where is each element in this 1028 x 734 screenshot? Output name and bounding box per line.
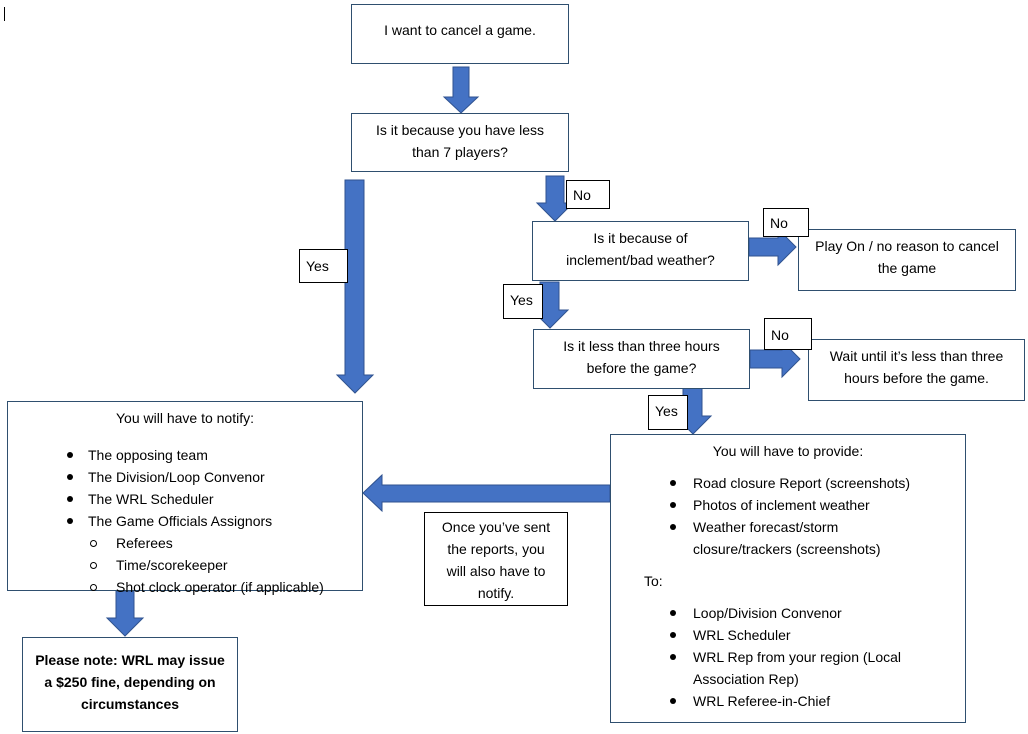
provide-list: Road closure Report (screenshots) Photos…	[611, 472, 965, 560]
question-weather-line2: inclement/bad weather?	[566, 252, 715, 268]
notify-list: The opposing team The Division/Loop Conv…	[8, 444, 362, 598]
provide-to-list: Loop/Division Convenor WRL Scheduler WRL…	[611, 602, 965, 712]
provide-to-item: Loop/Division Convenor	[611, 602, 965, 624]
question-players-line2: than 7 players?	[412, 144, 508, 160]
provide-item: Weather forecast/storm	[611, 516, 965, 538]
provide-title: You will have to provide:	[712, 443, 864, 459]
question-players-line1: Is it because you have less	[375, 122, 545, 138]
provide-to-label: To:	[644, 573, 663, 589]
arrow-start-to-players	[442, 66, 480, 114]
wait-node: Wait until it’s less than three hours be…	[808, 339, 1025, 401]
once-sent-line: will also have to	[446, 563, 546, 579]
question-three-hours: Is it less than three hours before the g…	[533, 329, 750, 389]
edge-label-players-yes: Yes	[299, 249, 348, 283]
arrow-notify-to-fine	[105, 590, 145, 637]
arrow-players-yes	[335, 179, 375, 394]
once-sent-node: Once you’ve sent the reports, you will a…	[424, 512, 568, 606]
notify-node: You will have to notify: The opposing te…	[7, 401, 363, 595]
notify-subitem: Referees	[8, 532, 362, 554]
play-on-line2: the game	[877, 260, 937, 276]
question-three-hours-line2: before the game?	[586, 360, 697, 376]
provide-to-item: WRL Referee-in-Chief	[611, 690, 965, 712]
provide-item: Photos of inclement weather	[611, 494, 965, 516]
edge-label-weather-no: No	[763, 208, 809, 237]
edge-label-players-no: No	[566, 180, 610, 209]
question-weather-line1: Is it because of	[593, 230, 688, 246]
once-sent-line: notify.	[477, 585, 515, 601]
edge-label-three-hours-yes: Yes	[648, 395, 688, 430]
fine-note-line: Please note: WRL may issue	[35, 652, 225, 668]
fine-note-line: a $250 fine, depending on	[44, 674, 216, 690]
notify-item: The Game Officials Assignors	[8, 510, 362, 532]
provide-to-item: WRL Scheduler	[611, 624, 965, 646]
wait-line2: hours before the game.	[844, 370, 989, 386]
play-on-node: Play On / no reason to cancel the game	[798, 229, 1016, 291]
once-sent-line: Once you’ve sent	[441, 519, 551, 535]
notify-item: The WRL Scheduler	[8, 488, 362, 510]
start-node: I want to cancel a game.	[351, 4, 569, 64]
fine-note-node: Please note: WRL may issue a $250 fine, …	[22, 637, 238, 732]
play-on-line1: Play On / no reason to cancel	[815, 238, 999, 254]
text-cursor	[4, 7, 5, 21]
start-node-text: I want to cancel a game.	[384, 22, 536, 38]
arrow-provide-to-notify	[362, 473, 611, 513]
edge-label-three-hours-no: No	[764, 318, 812, 350]
provide-item-continued: closure/trackers (screenshots)	[693, 541, 881, 557]
fine-note-line: circumstances	[80, 696, 180, 712]
provide-item: Road closure Report (screenshots)	[611, 472, 965, 494]
provide-to-item-continued: Association Rep)	[693, 671, 799, 687]
notify-subitem: Shot clock operator (if applicable)	[8, 576, 362, 598]
notify-subitem: Time/scorekeeper	[8, 554, 362, 576]
notify-item: The opposing team	[8, 444, 362, 466]
arrow-players-no	[535, 175, 575, 222]
question-players: Is it because you have less than 7 playe…	[351, 113, 569, 172]
once-sent-line: the reports, you	[447, 541, 545, 557]
question-three-hours-line1: Is it less than three hours	[563, 338, 720, 354]
wait-line1: Wait until it’s less than three	[829, 348, 1004, 364]
provide-node: You will have to provide: Road closure R…	[610, 434, 966, 723]
edge-label-weather-yes: Yes	[503, 284, 543, 319]
notify-title: You will have to notify:	[115, 410, 254, 426]
provide-to-item: WRL Rep from your region (Local	[611, 646, 965, 668]
notify-item: The Division/Loop Convenor	[8, 466, 362, 488]
question-weather: Is it because of inclement/bad weather?	[532, 221, 749, 281]
